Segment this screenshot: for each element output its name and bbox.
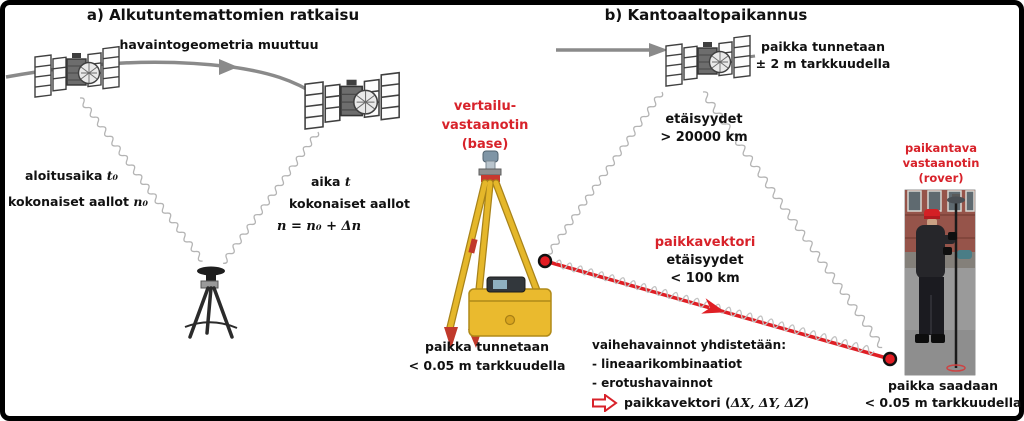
start-time-label: aloitusaika t₀ bbox=[25, 168, 118, 183]
tripod-icon bbox=[184, 266, 238, 339]
baseline-arrowhead bbox=[701, 298, 726, 314]
orbit-label: havaintogeometria muuttuu bbox=[119, 37, 319, 52]
base-accuracy-caption: paikka tunnetaan < 0.05 m tarkkuudella bbox=[408, 339, 566, 374]
baseline-start-dot bbox=[537, 253, 553, 269]
phase-result-row: paikkavektori (ΔX, ΔY, ΔZ) bbox=[592, 393, 809, 413]
satellite-distance-label: etäisyydet > 20000 km bbox=[660, 112, 748, 146]
whole-waves-start-label: kokonaiset aallot n₀ bbox=[8, 194, 148, 209]
rover-receiver-label: paikantava vastaanotin (rover) bbox=[902, 141, 980, 186]
satellite-icon-b bbox=[665, 35, 751, 87]
start-time-var: t₀ bbox=[106, 168, 118, 183]
panel-b-title: b) Kantoaaltopaikannus bbox=[604, 6, 808, 24]
satellite-icon-a2 bbox=[304, 71, 400, 130]
baseline-vector-label: paikkavektori etäisyydet < 100 km bbox=[654, 235, 756, 287]
carrier-wave-b-rover bbox=[702, 91, 883, 349]
base-receiver-label: vertailu- vastaanotin (base) bbox=[441, 99, 529, 152]
carrier-wave-a-right bbox=[223, 131, 320, 264]
phase-observations-block: vaihehavainnot yhdistetään: - lineaariko… bbox=[592, 336, 809, 413]
time-label: aika t bbox=[311, 174, 351, 189]
rover-photo bbox=[904, 189, 976, 376]
base-station-illustration bbox=[444, 150, 552, 349]
carrier-wave-a-left bbox=[79, 97, 203, 262]
whole-waves-start-var: n₀ bbox=[133, 194, 148, 209]
carrier-wave-b-base bbox=[548, 91, 664, 255]
rover-accuracy-caption: paikka saadaan < 0.05 m tarkkuudella bbox=[864, 378, 1022, 410]
satellite-accuracy-caption: paikka tunnetaan ± 2 m tarkkuudella bbox=[755, 39, 891, 71]
block-arrow-icon bbox=[592, 393, 618, 412]
wave-count-equation: n = n₀ + Δn bbox=[277, 219, 362, 234]
panel-a-title: a) Alkutuntemattomien ratkaisu bbox=[86, 6, 360, 24]
phase-result-text: paikkavektori (ΔX, ΔY, ΔZ) bbox=[624, 394, 810, 410]
whole-waves-label: kokonaiset aallot bbox=[289, 196, 410, 211]
time-var: t bbox=[344, 174, 351, 189]
satellite-icon-a1 bbox=[34, 46, 120, 98]
baseline-end-dot bbox=[882, 351, 898, 367]
